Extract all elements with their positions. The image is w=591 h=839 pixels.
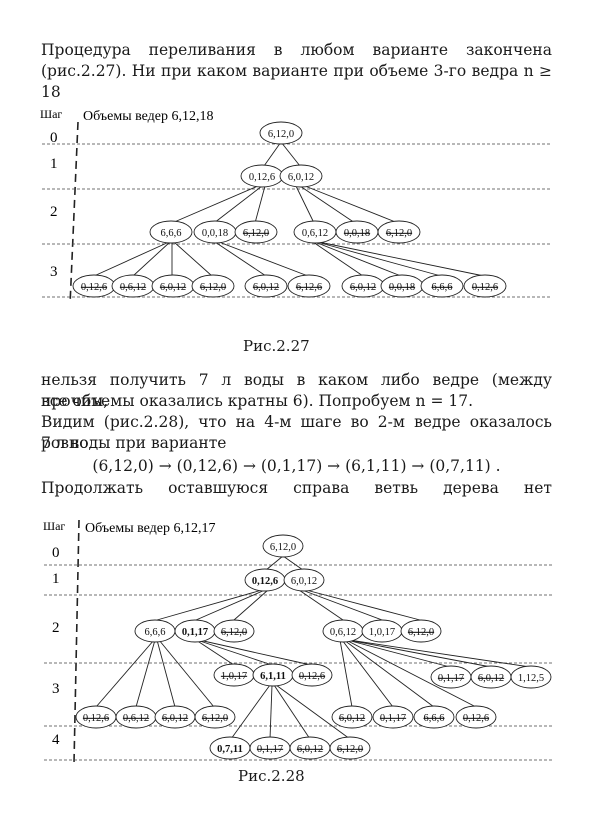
step-number: 3	[50, 264, 58, 280]
step-number: 0	[52, 545, 60, 561]
node-label: 6,12,0	[337, 744, 363, 755]
tree-node	[329, 736, 371, 760]
tree-node	[279, 164, 323, 188]
tree-node	[420, 274, 464, 298]
node-label: 0,12,6	[81, 282, 107, 293]
diagram-fig-2-28: Шаг Объемы ведер 6,12,17 0 1 2 3 4	[43, 519, 552, 764]
node-label: 6,0,12	[339, 713, 365, 724]
tree-nodes	[75, 534, 552, 760]
tree-node	[463, 274, 507, 298]
formula: (6,12,0) → (0,12,6) → (0,1,17) → (6,1,11…	[92, 457, 501, 475]
node-label: 1,0,17	[369, 627, 395, 638]
node-label: 6,0,12	[297, 744, 323, 755]
node-label: 6,0,12	[288, 172, 314, 183]
step-number: 3	[52, 681, 60, 697]
step-number: 2	[50, 204, 58, 220]
node-label: 6,0,12	[162, 713, 188, 724]
step-header: Шаг	[40, 107, 62, 121]
step-number: 0	[50, 130, 58, 146]
node-label: 1,12,5	[518, 673, 544, 684]
node-label: 6,12,0	[200, 282, 226, 293]
diagram-fig-2-27: Шаг Объемы ведер 6,12,18 0 1 2 3	[40, 107, 552, 300]
step-axis	[73, 519, 80, 764]
node-label: 6,1,11	[260, 671, 286, 682]
node-label: 0,7,11	[217, 744, 243, 755]
node-label: 6,6,6	[424, 713, 445, 724]
tree-node	[400, 619, 442, 643]
step-axis	[69, 121, 79, 300]
node-label: 6,12,0	[268, 129, 294, 140]
node-label: 0,0,18	[389, 282, 415, 293]
intro-text: Процедура переливания в любом варианте з…	[41, 41, 552, 101]
node-label: 0,0,18	[344, 228, 370, 239]
node-label: 6,6,6	[432, 282, 453, 293]
tree-node	[194, 705, 236, 729]
tree-node	[149, 220, 193, 244]
tree-node	[377, 220, 421, 244]
diagram-title: Объемы ведер 6,12,18	[83, 109, 214, 124]
tree-node	[287, 274, 331, 298]
step-number: 1	[50, 156, 58, 172]
node-label: 0,12,6	[252, 576, 278, 587]
tree-node	[244, 274, 288, 298]
node-label: 6,12,0	[386, 228, 412, 239]
node-label: 6,12,0	[202, 713, 228, 724]
node-label: 0,12,6	[463, 713, 489, 724]
node-label: 0,1,17	[438, 673, 464, 684]
tree-node	[234, 220, 278, 244]
tree-node	[262, 534, 304, 558]
body-paragraph-line: Продолжать оставшуюся справа ветвь дерев…	[41, 479, 552, 497]
tree-edges	[93, 141, 485, 277]
node-label: 0,6,12	[330, 627, 356, 638]
node-label: 6,6,6	[161, 228, 182, 239]
tree-edges	[95, 555, 531, 740]
node-label: 6,6,6	[145, 627, 166, 638]
tree-node	[455, 705, 497, 729]
node-label: 0,0,18	[202, 228, 228, 239]
figure-caption: Рис.2.27	[243, 337, 310, 355]
intro-paragraph: Процедура переливания в любом варианте з…	[41, 40, 552, 103]
node-label: 6,0,12	[291, 576, 317, 587]
step-number: 2	[52, 620, 60, 636]
node-label: 6,0,12	[253, 282, 279, 293]
node-label: 0,6,12	[302, 228, 328, 239]
tree-node	[283, 568, 325, 592]
tree-node	[259, 121, 303, 145]
node-label: 6,12,0	[408, 627, 434, 638]
tree-node	[291, 663, 333, 687]
node-label: 6,0,12	[160, 282, 186, 293]
node-label: 0,1,17	[380, 713, 406, 724]
tree-node	[510, 665, 552, 689]
tree-nodes	[72, 121, 507, 298]
figure-caption: Рис.2.28	[238, 767, 305, 785]
tree-node	[213, 619, 255, 643]
body-paragraph-line: нельзя получить 7 л воды в каком либо ве…	[41, 371, 552, 410]
tree-node	[191, 274, 235, 298]
node-label: 0,12,6	[83, 713, 109, 724]
node-label: 6,12,6	[296, 282, 322, 293]
node-label: 0,6,12	[123, 713, 149, 724]
step-number: 4	[52, 732, 60, 748]
node-label: 6,12,0	[221, 627, 247, 638]
node-label: 0,12,6	[299, 671, 325, 682]
node-label: 6,0,12	[350, 282, 376, 293]
node-label: 6,12,0	[270, 542, 296, 553]
node-label: 6,12,0	[243, 228, 269, 239]
node-label: 0,12,6	[472, 282, 498, 293]
node-label: 1,0,17	[221, 671, 247, 682]
node-label: 0,12,6	[249, 172, 275, 183]
diagram-title: Объемы ведер 6,12,17	[85, 521, 216, 536]
node-label: 6,0,12	[478, 673, 504, 684]
body-paragraph-line: Видим (рис.2.28), что на 4-м шаге во 2-м…	[41, 413, 552, 452]
step-header: Шаг	[43, 519, 65, 533]
tree-node	[372, 705, 414, 729]
tree-node	[331, 705, 373, 729]
body-paragraph-line: 7 л воды при варианте	[41, 434, 227, 452]
step-number: 1	[52, 571, 60, 587]
tree-node	[413, 705, 455, 729]
node-label: 0,1,17	[257, 744, 283, 755]
node-label: 0,1,17	[182, 627, 208, 638]
body-paragraph-line: все объемы оказались кратны 6). Попробуе…	[41, 392, 474, 410]
node-label: 0,6,12	[120, 282, 146, 293]
